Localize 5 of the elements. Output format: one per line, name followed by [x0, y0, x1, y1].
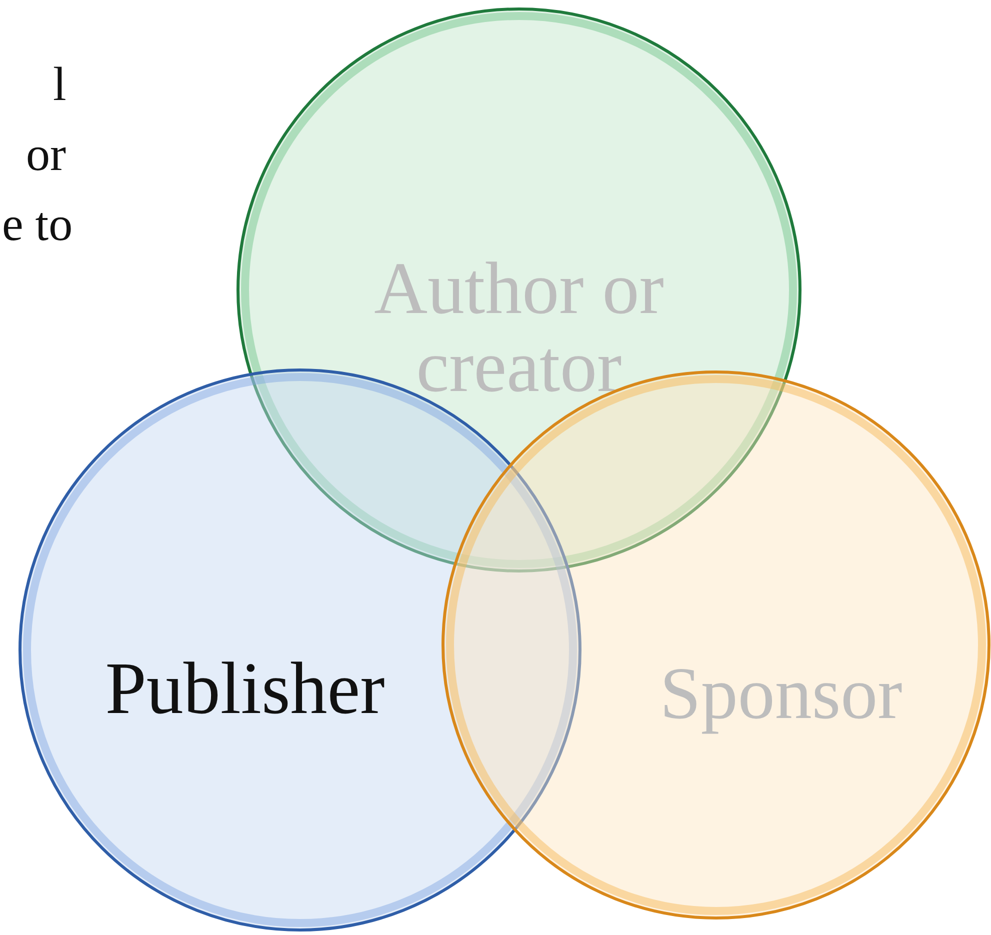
circle-label: Publisher: [104, 650, 386, 728]
cut-off-text: e to: [2, 200, 73, 250]
cut-off-text: l: [53, 60, 66, 110]
circle-label: Sponsor: [658, 655, 904, 733]
cut-off-text: or: [26, 130, 66, 180]
